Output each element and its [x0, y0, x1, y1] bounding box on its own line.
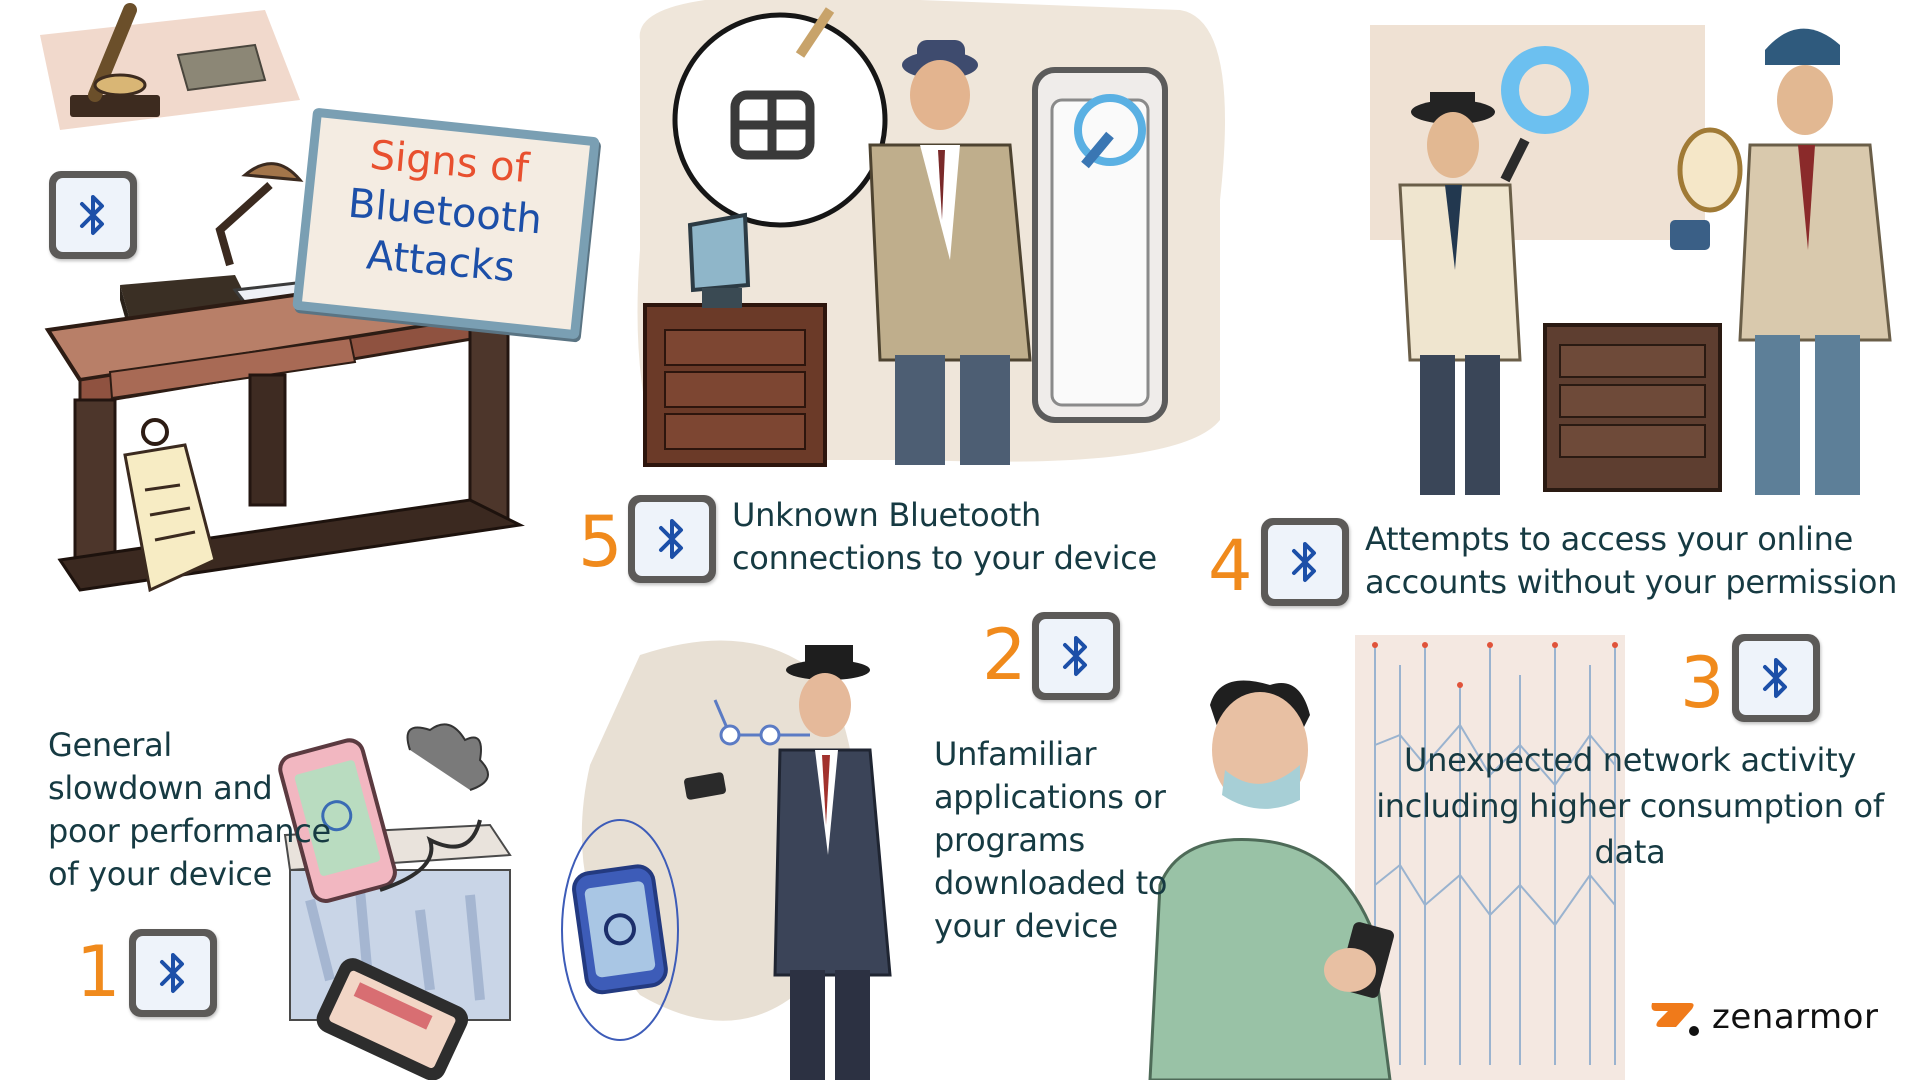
item-2-line: your device [934, 907, 1118, 945]
item-5-number: 5 [578, 501, 623, 583]
item-1-line: poor performance [48, 812, 331, 850]
item-3-number: 3 [1680, 642, 1725, 724]
detectives-scene-illustration [1370, 25, 1892, 495]
item-3-text: Unexpected network activity including hi… [1370, 737, 1890, 875]
item-2-text: Unfamiliar applications or programs down… [934, 733, 1167, 948]
brand-logo[interactable]: zenarmor [1650, 995, 1890, 1045]
bluetooth-icon [1763, 658, 1787, 698]
item-1-bluetooth-badge [129, 929, 217, 1017]
item-1-line: General [48, 726, 173, 764]
item-4-line: Attempts to access your online [1365, 520, 1854, 558]
page-title: Signs of Bluetooth Attacks [319, 127, 571, 297]
bluetooth-icon [160, 953, 184, 993]
item-4-text: Attempts to access your online accounts … [1365, 518, 1897, 604]
slowdown-scene-illustration [278, 723, 512, 1080]
item-2-line: applications or [934, 778, 1166, 816]
zenarmor-logo-icon [1651, 1003, 1699, 1036]
item-4-line: accounts without your permission [1365, 563, 1898, 601]
item-2-number: 2 [982, 614, 1027, 696]
item-5-line: connections to your device [732, 539, 1157, 577]
item-2-line: programs [934, 821, 1085, 859]
item-1-text: General slowdown and poor performance of… [48, 724, 331, 896]
item-4-bluetooth-badge [1261, 518, 1349, 606]
item-3-line: Unexpected network activity [1403, 741, 1857, 779]
brand-name: zenarmor [1712, 997, 1879, 1037]
title-bluetooth-badge [49, 171, 137, 259]
desk-scene-illustration [40, 3, 531, 593]
item-5-bluetooth-badge [628, 495, 716, 583]
item-5-text: Unknown Bluetooth connections to your de… [732, 494, 1157, 580]
investigator-scene-illustration [637, 0, 1225, 467]
item-2-line: Unfamiliar [934, 735, 1097, 773]
network-activity-scene-illustration [1148, 635, 1625, 1080]
item-1-line: slowdown and [48, 769, 273, 807]
bluetooth-icon [659, 519, 683, 559]
item-4-number: 4 [1208, 525, 1253, 607]
bluetooth-icon [1063, 636, 1087, 676]
unfamiliar-apps-scene-illustration [561, 640, 892, 1080]
item-1-number: 1 [76, 931, 121, 1013]
item-3-bluetooth-badge [1732, 634, 1820, 722]
item-3-line: including higher consumption of [1376, 787, 1884, 825]
item-5-line: Unknown Bluetooth [732, 496, 1041, 534]
item-1-line: of your device [48, 855, 273, 893]
item-2-bluetooth-badge [1032, 612, 1120, 700]
bluetooth-icon [80, 195, 104, 235]
item-3-line: data [1594, 833, 1666, 871]
item-2-line: downloaded to [934, 864, 1168, 902]
bluetooth-icon [1292, 542, 1316, 582]
